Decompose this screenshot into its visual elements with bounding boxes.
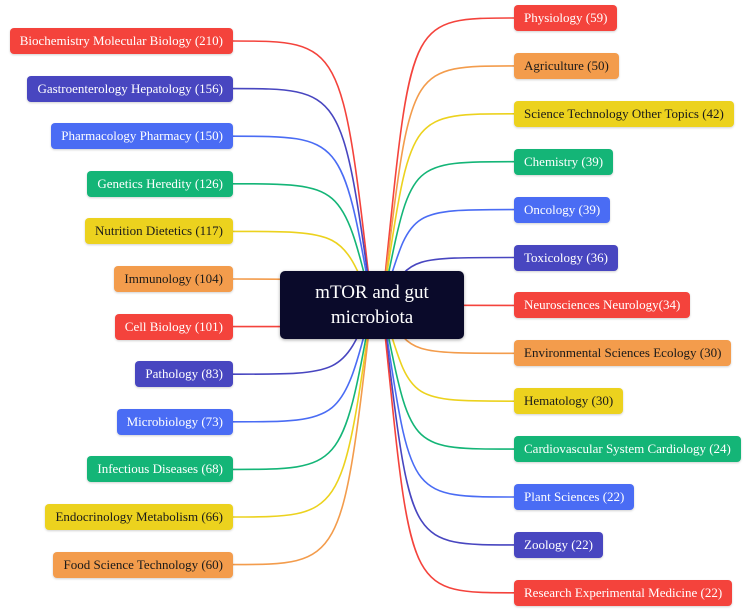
topic-label: Physiology (59) [524, 10, 608, 25]
topic-label: Chemistry (39) [524, 153, 604, 169]
connector-right-cardiovascular-system-cardiology [381, 304, 515, 450]
topic-node-cell-biology: Cell Biology (101) [114, 313, 233, 340]
topic-label: Oncology (39) [524, 201, 601, 217]
topic-label: Gastroenterology Hepatology (156) [37, 80, 223, 96]
topic-node-food-science-technology: Food Science Technology (60) [53, 551, 233, 578]
topic-node-genetics-heredity: Genetics Heredity (126) [87, 170, 233, 197]
connector-right-physiology [381, 17, 515, 306]
topic-node-nutrition-dietetics: Nutrition Dietetics (117) [84, 218, 233, 245]
topic-label: Cell Biology (101) [124, 318, 223, 334]
topic-node-biochemistry-molecular-biology: Biochemistry Molecular Biology (210) [9, 28, 233, 54]
topic-label: Immunology (104) [124, 271, 223, 286]
topic-label: Zoology (22) [524, 536, 593, 552]
connector-left-microbiology [232, 304, 373, 423]
topic-label: Environmental Sciences Ecology (30) [524, 345, 722, 361]
topic-node-pharmacology-pharmacy: Pharmacology Pharmacy (150) [51, 123, 233, 150]
topic-label: Nutrition Dietetics (117) [94, 223, 223, 239]
topic-label: Pharmacology Pharmacy (150) [61, 128, 223, 144]
connector-left-pharmacology-pharmacy [232, 135, 373, 306]
connector-left-genetics-heredity [232, 183, 373, 306]
connector-left-biochemistry-molecular-biology [232, 40, 373, 306]
topic-label: Genetics Heredity (126) [97, 175, 223, 191]
topic-label: Pathology (83) [145, 366, 223, 382]
topic-node-toxicology: Toxicology (36) [514, 244, 618, 271]
topic-node-microbiology: Microbiology (73) [116, 408, 233, 435]
topic-node-neurosciences-neurology: Neurosciences Neurology(34) [514, 292, 691, 319]
connector-right-zoology [381, 304, 515, 546]
connector-right-science-technology-other-topics [381, 113, 515, 306]
topic-label: Microbiology (73) [126, 413, 223, 429]
topic-node-zoology: Zoology (22) [514, 531, 603, 558]
center-topic-label: mTOR and gut microbiota [315, 282, 429, 328]
connector-right-research-experimental-medicine [381, 304, 515, 594]
topic-label: Research Experimental Medicine (22) [524, 584, 723, 600]
topic-node-endocrinology-metabolism: Endocrinology Metabolism (66) [45, 504, 233, 530]
topic-label: Agriculture (50) [524, 57, 609, 73]
connector-left-endocrinology-metabolism [232, 304, 373, 518]
topic-node-oncology: Oncology (39) [514, 196, 611, 223]
topic-label: Infectious Diseases (68) [97, 461, 223, 477]
topic-label: Science Technology Other Topics (42) [524, 105, 724, 121]
topic-label: Endocrinology Metabolism (66) [55, 509, 223, 524]
topic-node-infectious-diseases: Infectious Diseases (68) [87, 456, 233, 483]
topic-node-plant-sciences: Plant Sciences (22) [514, 484, 635, 510]
topic-node-immunology: Immunology (104) [114, 266, 233, 292]
topic-label: Toxicology (36) [524, 249, 608, 265]
topic-node-gastroenterology-hepatology: Gastroenterology Hepatology (156) [27, 75, 233, 102]
topic-node-science-technology-other-topics: Science Technology Other Topics (42) [514, 100, 734, 127]
center-topic-node: mTOR and gut microbiota [280, 271, 464, 339]
topic-label: Food Science Technology (60) [63, 556, 223, 572]
connector-left-infectious-diseases [232, 304, 373, 471]
topic-label: Plant Sciences (22) [524, 489, 625, 504]
connector-right-agriculture [381, 65, 515, 306]
topic-node-cardiovascular-system-cardiology: Cardiovascular System Cardiology (24) [514, 436, 741, 463]
topic-node-environmental-sciences-ecology: Environmental Sciences Ecology (30) [514, 340, 732, 367]
topic-node-research-experimental-medicine: Research Experimental Medicine (22) [514, 579, 733, 606]
topic-node-pathology: Pathology (83) [135, 361, 233, 388]
topic-label: Hematology (30) [524, 393, 614, 409]
topic-node-agriculture: Agriculture (50) [514, 52, 619, 79]
topic-label: Neurosciences Neurology(34) [524, 297, 681, 313]
connector-left-gastroenterology-hepatology [232, 87, 373, 306]
topic-node-physiology: Physiology (59) [514, 5, 618, 31]
topic-label: Cardiovascular System Cardiology (24) [524, 441, 731, 457]
topic-node-hematology: Hematology (30) [514, 388, 624, 415]
connector-right-plant-sciences [381, 304, 515, 498]
connector-right-chemistry [381, 160, 515, 306]
topic-node-chemistry: Chemistry (39) [514, 148, 614, 175]
topic-label: Biochemistry Molecular Biology (210) [19, 33, 223, 48]
connector-left-food-science-technology [232, 304, 373, 566]
